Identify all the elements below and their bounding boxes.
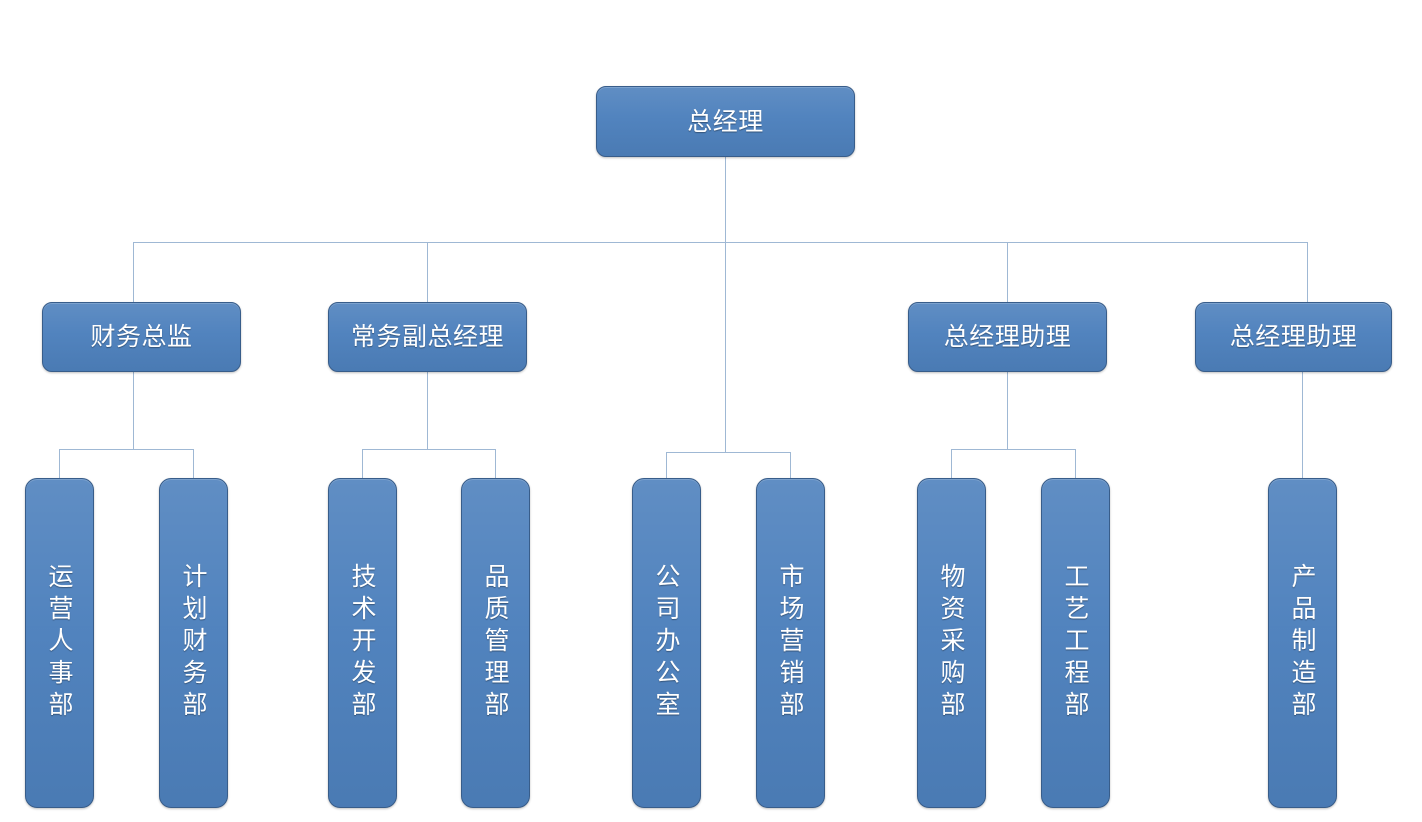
- node-gm-assistant-2[interactable]: 总经理助理: [1195, 302, 1392, 372]
- connector-drop-materials-procurement: [951, 449, 952, 478]
- connector-drop-quality-management: [495, 449, 496, 478]
- connector-stem-finance-director: [133, 372, 134, 449]
- node-label: 品质管理部: [481, 563, 510, 723]
- node-label: 运营人事部: [45, 563, 74, 723]
- connector-drop-operations-hr: [59, 449, 60, 478]
- connector-drop-gm-assistant-1: [1007, 242, 1008, 302]
- connector-drop-executive-vp: [427, 242, 428, 302]
- node-label: 公司办公室: [652, 563, 681, 723]
- connector-stem-gm-assistant-1: [1007, 372, 1008, 449]
- connector-stem-executive-vp: [427, 372, 428, 449]
- node-label: 常务副总经理: [350, 322, 504, 352]
- connector-bus-gm-assistant-1: [951, 449, 1076, 450]
- node-label: 工艺工程部: [1061, 563, 1090, 723]
- node-marketing-dept[interactable]: 市场营销部: [756, 478, 825, 808]
- node-product-manufacturing-dept[interactable]: 产品制造部: [1268, 478, 1337, 808]
- connector-drop-marketing: [790, 452, 791, 478]
- node-label: 计划财务部: [179, 563, 208, 723]
- node-label: 总经理助理: [943, 322, 1072, 352]
- node-label: 总经理助理: [1229, 322, 1358, 352]
- node-label: 产品制造部: [1288, 563, 1317, 723]
- connector-bus-gm-direct: [666, 452, 791, 453]
- node-gm-assistant-1[interactable]: 总经理助理: [908, 302, 1107, 372]
- connector-bus-executive-vp: [362, 449, 496, 450]
- connector-stem-gm-assistant-2: [1302, 372, 1303, 478]
- connector-bus-finance-director: [59, 449, 194, 450]
- node-label: 财务总监: [90, 322, 193, 352]
- node-finance-director[interactable]: 财务总监: [42, 302, 241, 372]
- node-executive-vice-gm[interactable]: 常务副总经理: [328, 302, 527, 372]
- node-company-office[interactable]: 公司办公室: [632, 478, 701, 808]
- node-label: 物资采购部: [937, 563, 966, 723]
- connector-main-bus: [133, 242, 1308, 243]
- connector-drop-process-engineering: [1075, 449, 1076, 478]
- node-process-engineering-dept[interactable]: 工艺工程部: [1041, 478, 1110, 808]
- connector-root-stem: [725, 157, 726, 453]
- node-planning-finance-dept[interactable]: 计划财务部: [159, 478, 228, 808]
- node-tech-development-dept[interactable]: 技术开发部: [328, 478, 397, 808]
- node-quality-management-dept[interactable]: 品质管理部: [461, 478, 530, 808]
- connector-drop-tech-development: [362, 449, 363, 478]
- connector-drop-finance-director: [133, 242, 134, 302]
- node-operations-hr-dept[interactable]: 运营人事部: [25, 478, 94, 808]
- node-label: 总经理: [687, 106, 764, 136]
- connector-drop-company-office: [666, 452, 667, 478]
- node-materials-procurement-dept[interactable]: 物资采购部: [917, 478, 986, 808]
- connector-drop-gm-assistant-2: [1307, 242, 1308, 302]
- node-label: 市场营销部: [776, 563, 805, 723]
- connector-drop-planning-finance: [193, 449, 194, 478]
- node-label: 技术开发部: [348, 563, 377, 723]
- node-general-manager[interactable]: 总经理: [596, 86, 855, 157]
